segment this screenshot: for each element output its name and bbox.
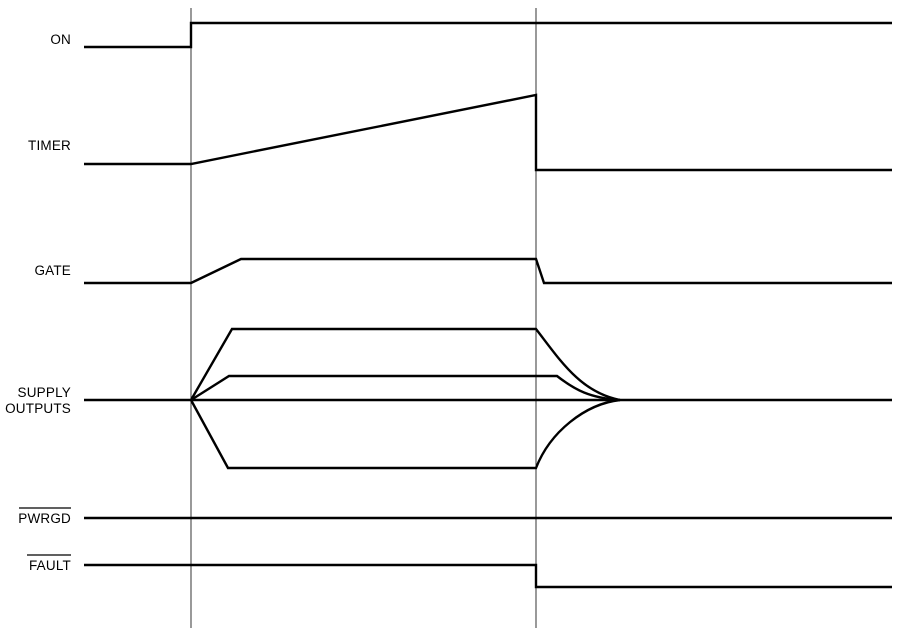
waveform-timer [84,93,892,172]
waveform-fault [84,563,892,589]
label-supply: SUPPLY [18,385,71,400]
label-gate: GATE [34,263,71,278]
waveform-supply-middle [190,374,621,402]
label-pwrgd: PWRGD [18,511,71,526]
label-outputs: OUTPUTS [5,401,71,416]
waveform-supply-lower [189,398,621,470]
label-timer: TIMER [28,138,71,153]
waveform-on [84,21,892,49]
waveform-gate [84,257,892,285]
waveform-supply-upper [189,327,621,402]
label-on: ON [50,32,71,47]
label-fault: FAULT [29,558,71,573]
